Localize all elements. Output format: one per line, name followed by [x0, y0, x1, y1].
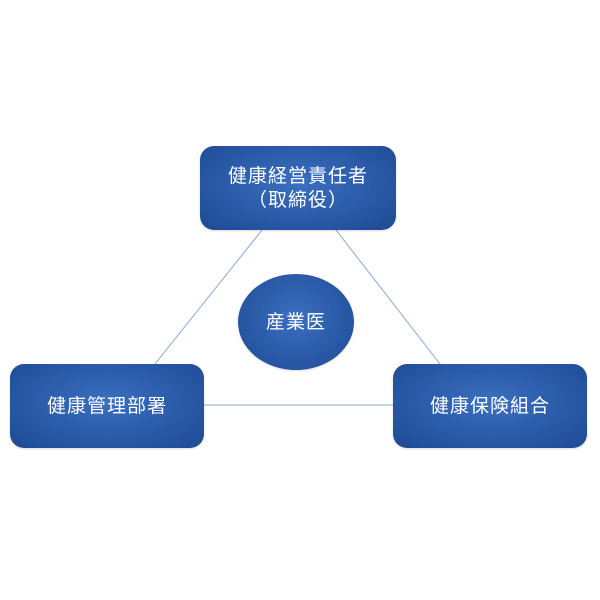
node-health-insurance-association: 健康保険組合 [393, 364, 587, 448]
node-occupational-physician: 産業医 [238, 274, 354, 370]
node-health-management-department: 健康管理部署 [10, 364, 204, 448]
node-label-line2: （取締役） [247, 189, 348, 211]
node-label: 健康保険組合 [429, 395, 550, 417]
node-label: 産業医 [265, 311, 326, 333]
node-health-management-officer: 健康経営責任者 （取締役） [200, 146, 396, 230]
node-label: 健康管理部署 [46, 395, 167, 417]
connector-top-right [335, 229, 441, 365]
node-label-line1: 健康経営責任者 [227, 165, 368, 187]
connector-top-left [154, 229, 263, 365]
